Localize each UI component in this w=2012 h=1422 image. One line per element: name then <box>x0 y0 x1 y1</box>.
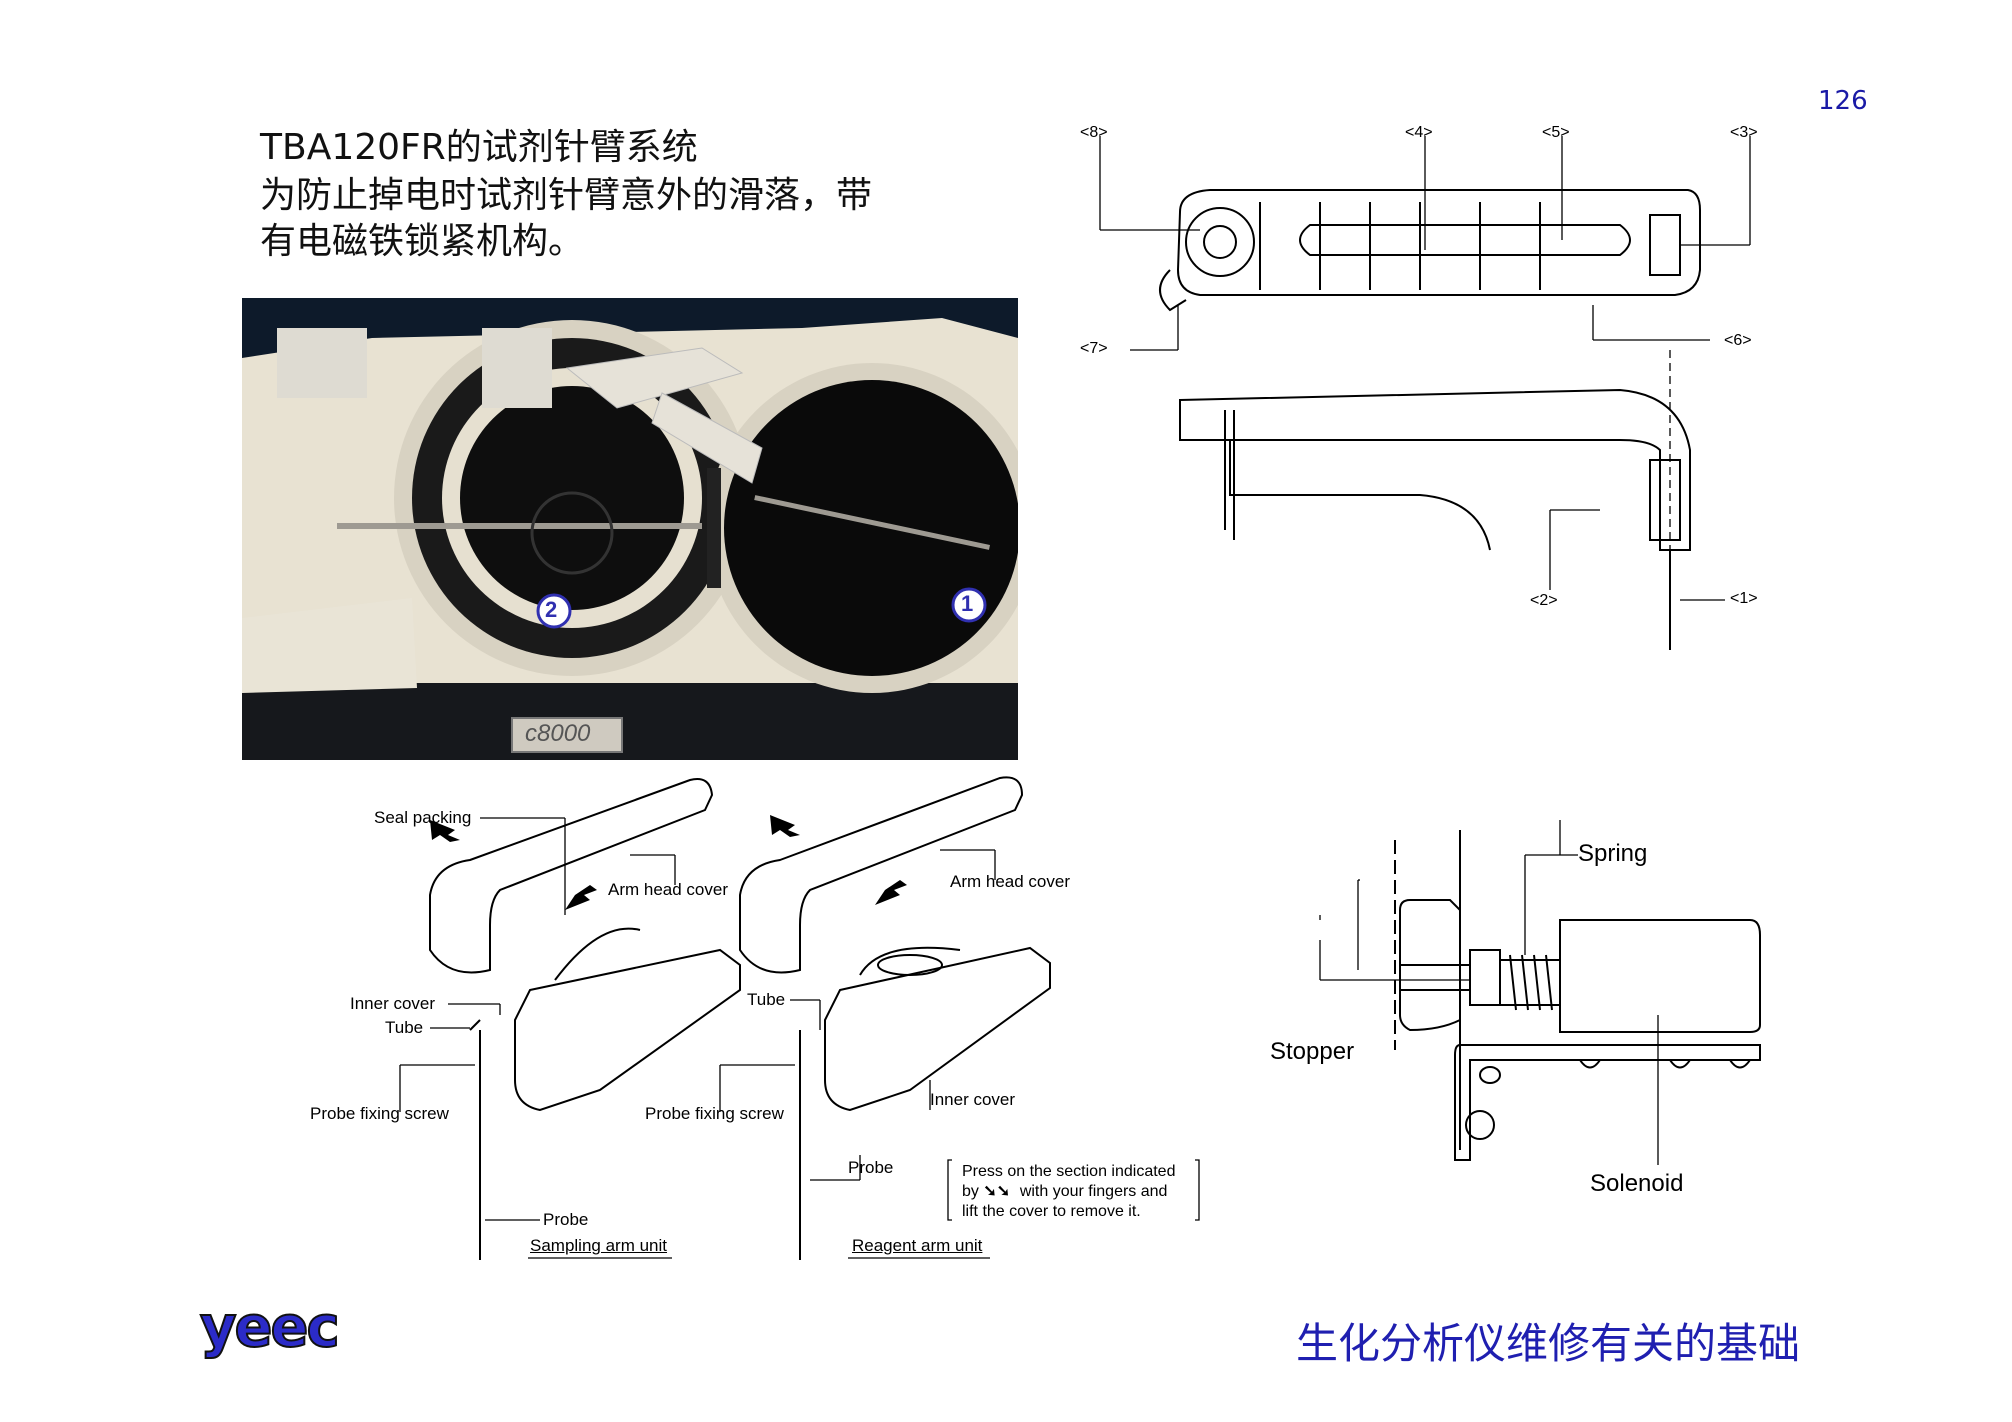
note-line-2-rest: with your fingers and <box>1019 1183 1168 1200</box>
label-stopper: Stopper <box>1270 1038 1355 1065</box>
label-arm-head-cover-reagent: Arm head cover <box>950 872 1070 891</box>
note-line-1: Press on the section indicated <box>962 1163 1176 1180</box>
note-by: by <box>962 1183 979 1200</box>
label-seal-packing: Seal packing <box>374 808 472 827</box>
page-number: 126 <box>1818 86 1868 116</box>
note-line-3: lift the cover to remove it. <box>962 1203 1141 1220</box>
photo-marker-1: 1 <box>961 591 974 616</box>
footer-title: 生化分析仪维修有关的基础 <box>1296 1319 1801 1368</box>
callout-5: <5> <box>1542 124 1570 141</box>
label-arm-head-cover-sampling: Arm head cover <box>608 880 728 899</box>
note-line-2: by ➘➘ with your fingers and <box>962 1182 1194 1202</box>
callout-1: <1> <box>1730 590 1758 607</box>
label-solenoid: Solenoid <box>1590 1170 1684 1197</box>
callout-7: <7> <box>1080 340 1108 357</box>
label-probe-reagent: Probe <box>848 1158 894 1177</box>
label-inner-cover-sampling: Inner cover <box>350 994 436 1013</box>
removal-note: Press on the section indicated by ➘➘ wit… <box>962 1162 1194 1222</box>
arm-top-diagram: <8> <4> <5> <3> <7> <6> <2> <1> <box>1060 110 1780 670</box>
label-probe-fixing-screw-reagent: Probe fixing screw <box>645 1104 784 1123</box>
page-title: TBA120FR的试剂针臂系统 <box>260 127 698 168</box>
label-tube-reagent: Tube <box>747 990 786 1009</box>
callout-8: <8> <box>1080 124 1108 141</box>
photo-model-label: c8000 <box>525 720 591 747</box>
press-arrows-icon: ➘➘ <box>983 1183 1011 1200</box>
analyzer-photo: 2 1 c8000 <box>242 298 1018 760</box>
label-tube-sampling: Tube <box>385 1018 424 1037</box>
callout-6: <6> <box>1724 332 1752 349</box>
callout-4: <4> <box>1405 124 1433 141</box>
label-sampling-arm-unit: Sampling arm unit <box>530 1236 668 1255</box>
description-line-2: 有电磁铁锁紧机构。 <box>260 221 585 262</box>
arm-units-diagram: Seal packing Arm head cover Inner cover … <box>300 760 1220 1290</box>
description-line-1: 为防止掉电时试剂针臂意外的滑落，带 <box>260 175 873 216</box>
logo-text: yeec <box>200 1295 338 1360</box>
label-spring: Spring <box>1578 840 1648 867</box>
label-inner-cover-reagent: Inner cover <box>930 1090 1016 1109</box>
label-probe-fixing-screw-sampling: Probe fixing screw <box>310 1104 449 1123</box>
callout-2: <2> <box>1530 592 1558 609</box>
solenoid-diagram: Spring Stopper Solenoid <box>1260 820 1780 1200</box>
callout-3: <3> <box>1730 124 1758 141</box>
label-reagent-arm-unit: Reagent arm unit <box>852 1236 983 1255</box>
photo-marker-2: 2 <box>545 597 558 622</box>
label-probe-sampling: Probe <box>543 1210 589 1229</box>
yeec-logo-mark: yeec <box>199 1294 341 1361</box>
